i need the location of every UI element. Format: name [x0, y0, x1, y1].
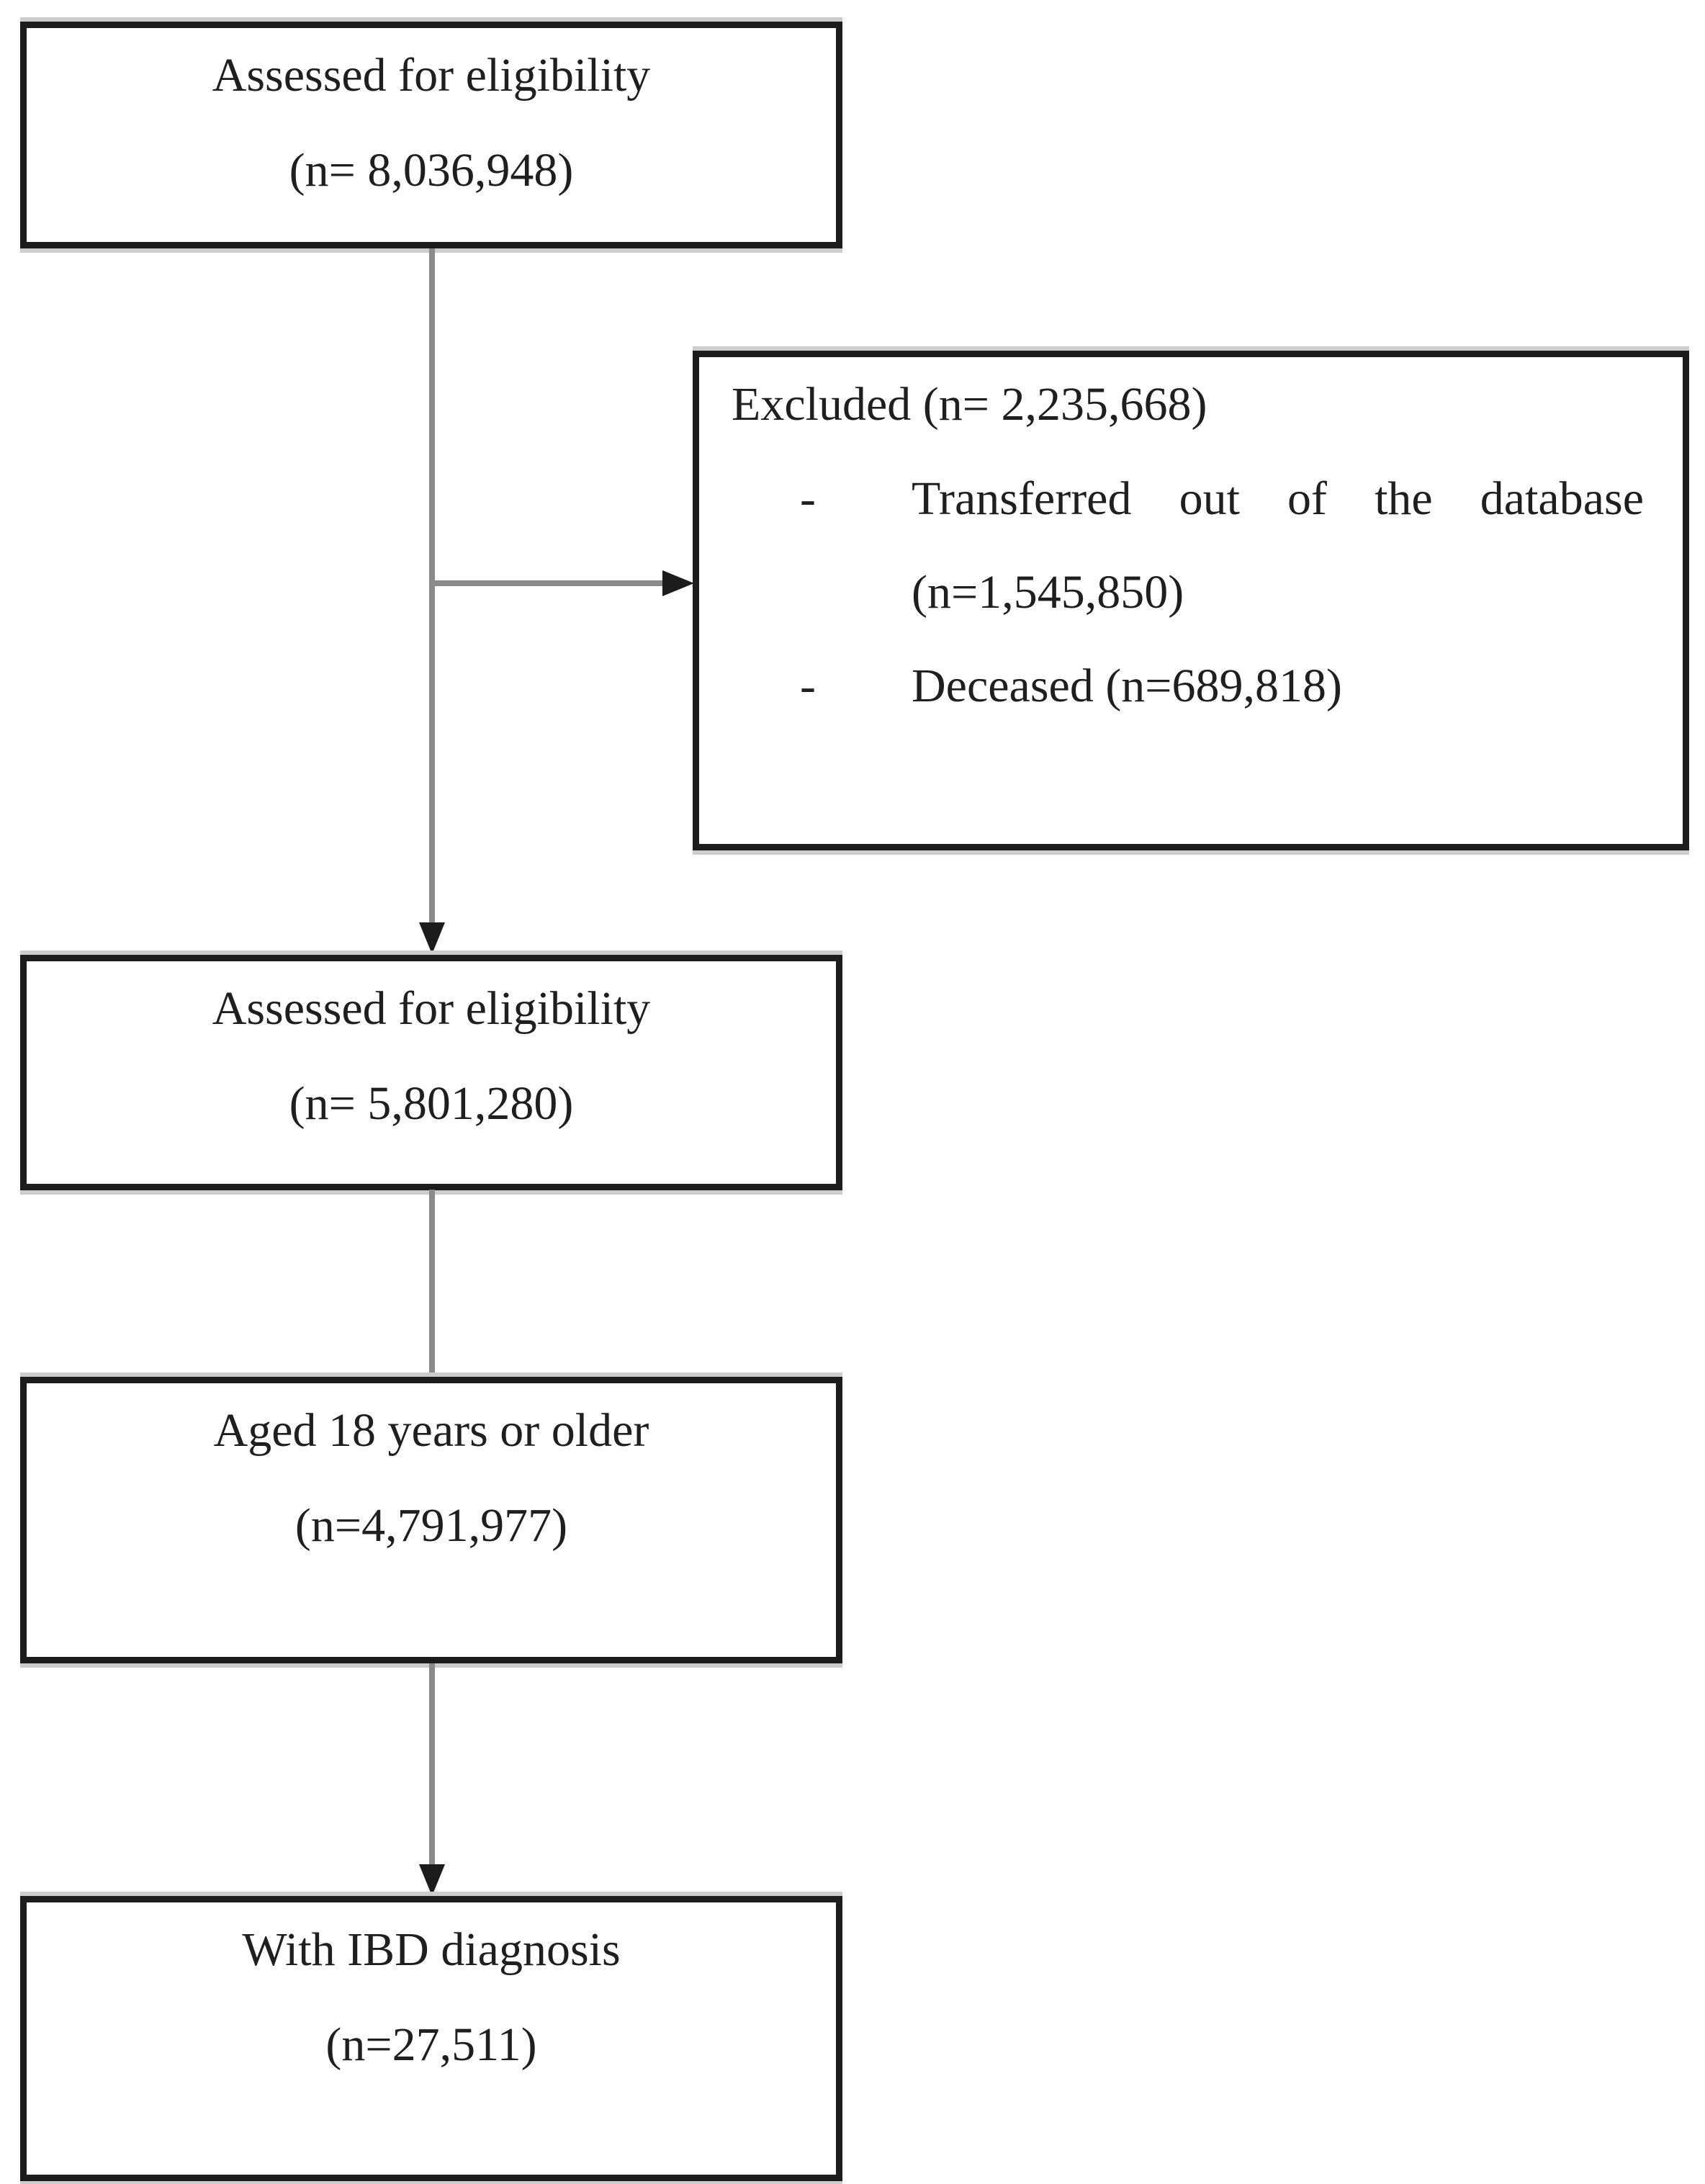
box-count: (n=4,791,977)	[294, 1499, 568, 1552]
flow-box-aged-18: Aged 18 years or older (n=4,791,977)	[20, 1377, 842, 1663]
connector-line-vertical-3	[429, 1663, 435, 1866]
box-count: (n= 8,036,948)	[289, 144, 574, 197]
box-count: (n=27,511)	[325, 2018, 537, 2071]
excluded-item-transferred: - Transferred out of the database (n=1,5…	[699, 452, 1683, 639]
flow-box-ibd-diagnosis: With IBD diagnosis (n=27,511)	[20, 1896, 842, 2181]
arrow-down-icon	[419, 922, 445, 954]
excluded-title: Excluded (n= 2,235,668)	[732, 378, 1207, 431]
connector-line-vertical-2	[429, 1190, 435, 1378]
excluded-item-text: Deceased (n=689,818)	[912, 660, 1342, 712]
excluded-item-count: (n=1,545,850)	[912, 566, 1184, 619]
box-label: Assessed for eligibility	[212, 982, 651, 1035]
flow-box-assessed-initial: Assessed for eligibility (n= 8,036,948)	[20, 22, 842, 248]
excluded-item-text: Transferred out of the database	[912, 472, 1644, 525]
arrow-right-icon	[662, 570, 694, 596]
flow-box-assessed-second: Assessed for eligibility (n= 5,801,280)	[20, 955, 842, 1190]
excluded-item-deceased: - Deceased (n=689,818)	[699, 639, 1683, 733]
box-count: (n= 5,801,280)	[289, 1077, 574, 1130]
arrow-down-icon	[419, 1864, 445, 1896]
box-label: Assessed for eligibility	[212, 49, 651, 102]
flow-box-excluded: Excluded (n= 2,235,668) - Transferred ou…	[693, 351, 1689, 850]
box-label: Aged 18 years or older	[213, 1404, 649, 1457]
dash-bullet: -	[800, 660, 816, 712]
dash-bullet: -	[800, 472, 816, 525]
connector-line-branch-excluded	[429, 580, 667, 586]
box-label: With IBD diagnosis	[242, 1923, 621, 1976]
connector-line-vertical-1	[429, 248, 435, 927]
